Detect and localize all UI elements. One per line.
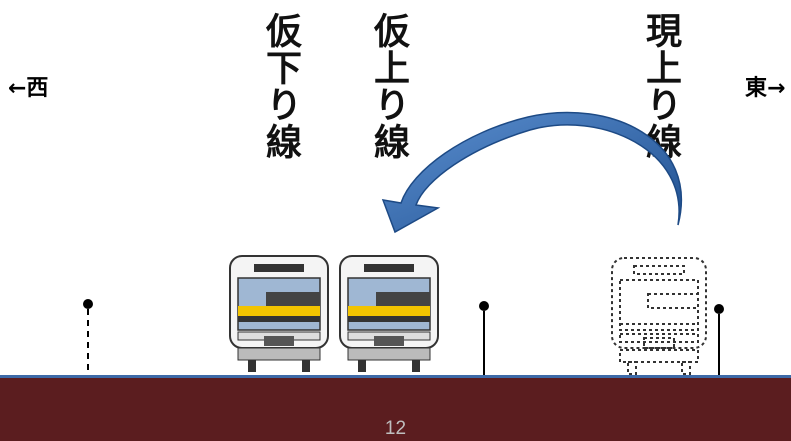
pole-east (714, 304, 724, 375)
train-outline-icon (611, 257, 707, 375)
train-front-icon (339, 255, 439, 372)
page-number: 12 (384, 418, 407, 439)
temporary-down-track-label: 仮下り線 (260, 12, 301, 160)
pole-middle (479, 301, 489, 375)
east-direction-label: 東→ (745, 76, 786, 101)
west-direction-label: ←西 (8, 76, 49, 101)
curved-arrow-icon (381, 111, 683, 234)
ground-section (0, 375, 791, 441)
pole-west (83, 299, 93, 375)
train-front-icon (229, 255, 329, 372)
temporary-up-track-label: 仮上り線 (368, 12, 409, 160)
